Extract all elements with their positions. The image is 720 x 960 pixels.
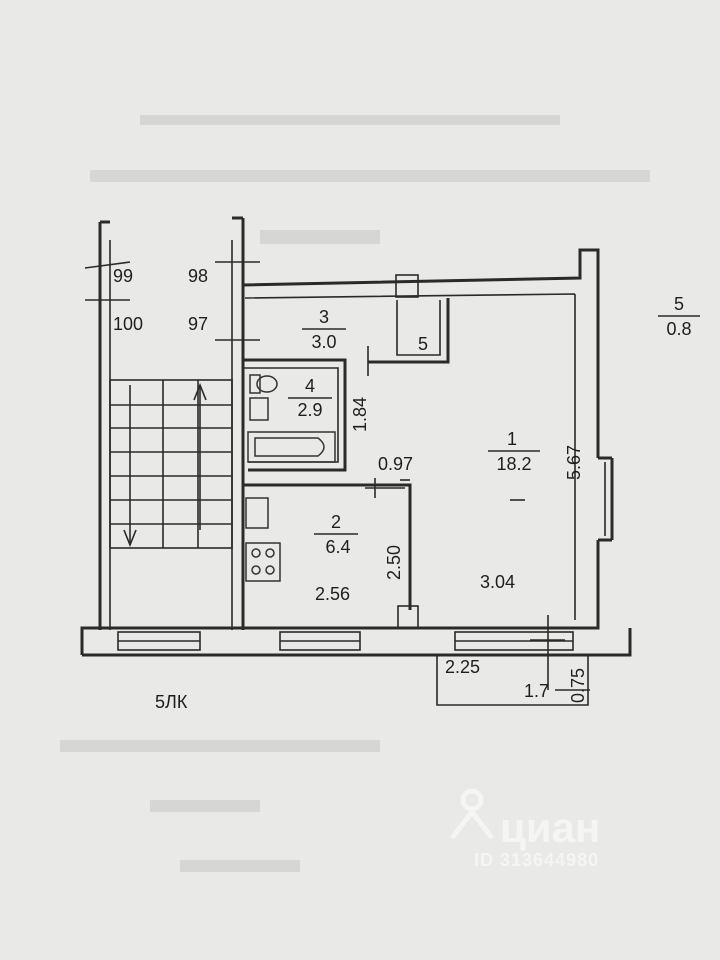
room-3-label: 3 3.0 xyxy=(302,307,346,352)
room-2-number: 2 xyxy=(331,512,341,532)
bath-length-dimension: 1.84 xyxy=(350,397,370,432)
faint-background-text xyxy=(60,115,650,872)
sink-fixture xyxy=(249,397,269,421)
watermark: циан ID 313644980 xyxy=(450,788,600,870)
watermark-brand: циан xyxy=(500,804,600,851)
room-3-area: 3.0 xyxy=(311,332,336,352)
room-4-number: 4 xyxy=(305,376,315,396)
stair-treads xyxy=(109,379,233,549)
room-2-area: 6.4 xyxy=(325,537,350,557)
balcony-depth-dimension: 0.75 xyxy=(568,668,588,703)
room1-width-dimension: 3.04 xyxy=(480,572,515,592)
corridor-width-dimension: 0.97 xyxy=(378,454,413,474)
stove-fixture xyxy=(245,542,281,582)
room-1-number: 1 xyxy=(507,429,517,449)
toilet-fixture xyxy=(249,374,278,394)
section-label: 5ЛК xyxy=(155,692,188,712)
stair-number-100: 100 xyxy=(113,314,143,334)
stair-number-97: 97 xyxy=(188,314,208,334)
apartment-walls xyxy=(80,248,632,657)
balcony-number: 5 xyxy=(674,294,684,314)
room-2-label: 2 6.4 xyxy=(314,512,358,557)
window-offset-dimension: 2.25 xyxy=(445,657,480,677)
bottom-windows xyxy=(117,631,574,651)
stair-down-arrow xyxy=(123,385,137,548)
room-4-area: 2.9 xyxy=(297,400,322,420)
stairwell: 99 98 100 97 xyxy=(84,216,260,630)
bathtub-fixture xyxy=(247,431,336,463)
stair-number-98: 98 xyxy=(188,266,208,286)
kitchen-length-dimension: 2.50 xyxy=(384,545,404,580)
stair-up-arrow xyxy=(193,382,207,530)
dimension-ticks xyxy=(365,346,525,501)
balcony-area-label: 5 0.8 xyxy=(658,294,700,339)
balcony-area: 0.8 xyxy=(666,319,691,339)
watermark-id: ID 313644980 xyxy=(474,850,599,870)
stair-number-99: 99 xyxy=(113,266,133,286)
room1-length-dimension: 5.67 xyxy=(564,445,584,480)
room-3-number: 3 xyxy=(319,307,329,327)
closet-number: 5 xyxy=(418,334,428,354)
kitchen-sink-fixture xyxy=(245,497,269,529)
watermark-logo-icon xyxy=(450,788,494,840)
room-4-label: 4 2.9 xyxy=(288,376,332,420)
room-1-label: 1 18.2 xyxy=(488,429,540,474)
room-1-area: 18.2 xyxy=(496,454,531,474)
balcony xyxy=(436,615,590,706)
kitchen-width-dimension: 2.56 xyxy=(315,584,350,604)
balcony-width-dimension: 1.7 xyxy=(524,681,549,701)
interior-partitions xyxy=(243,274,450,629)
